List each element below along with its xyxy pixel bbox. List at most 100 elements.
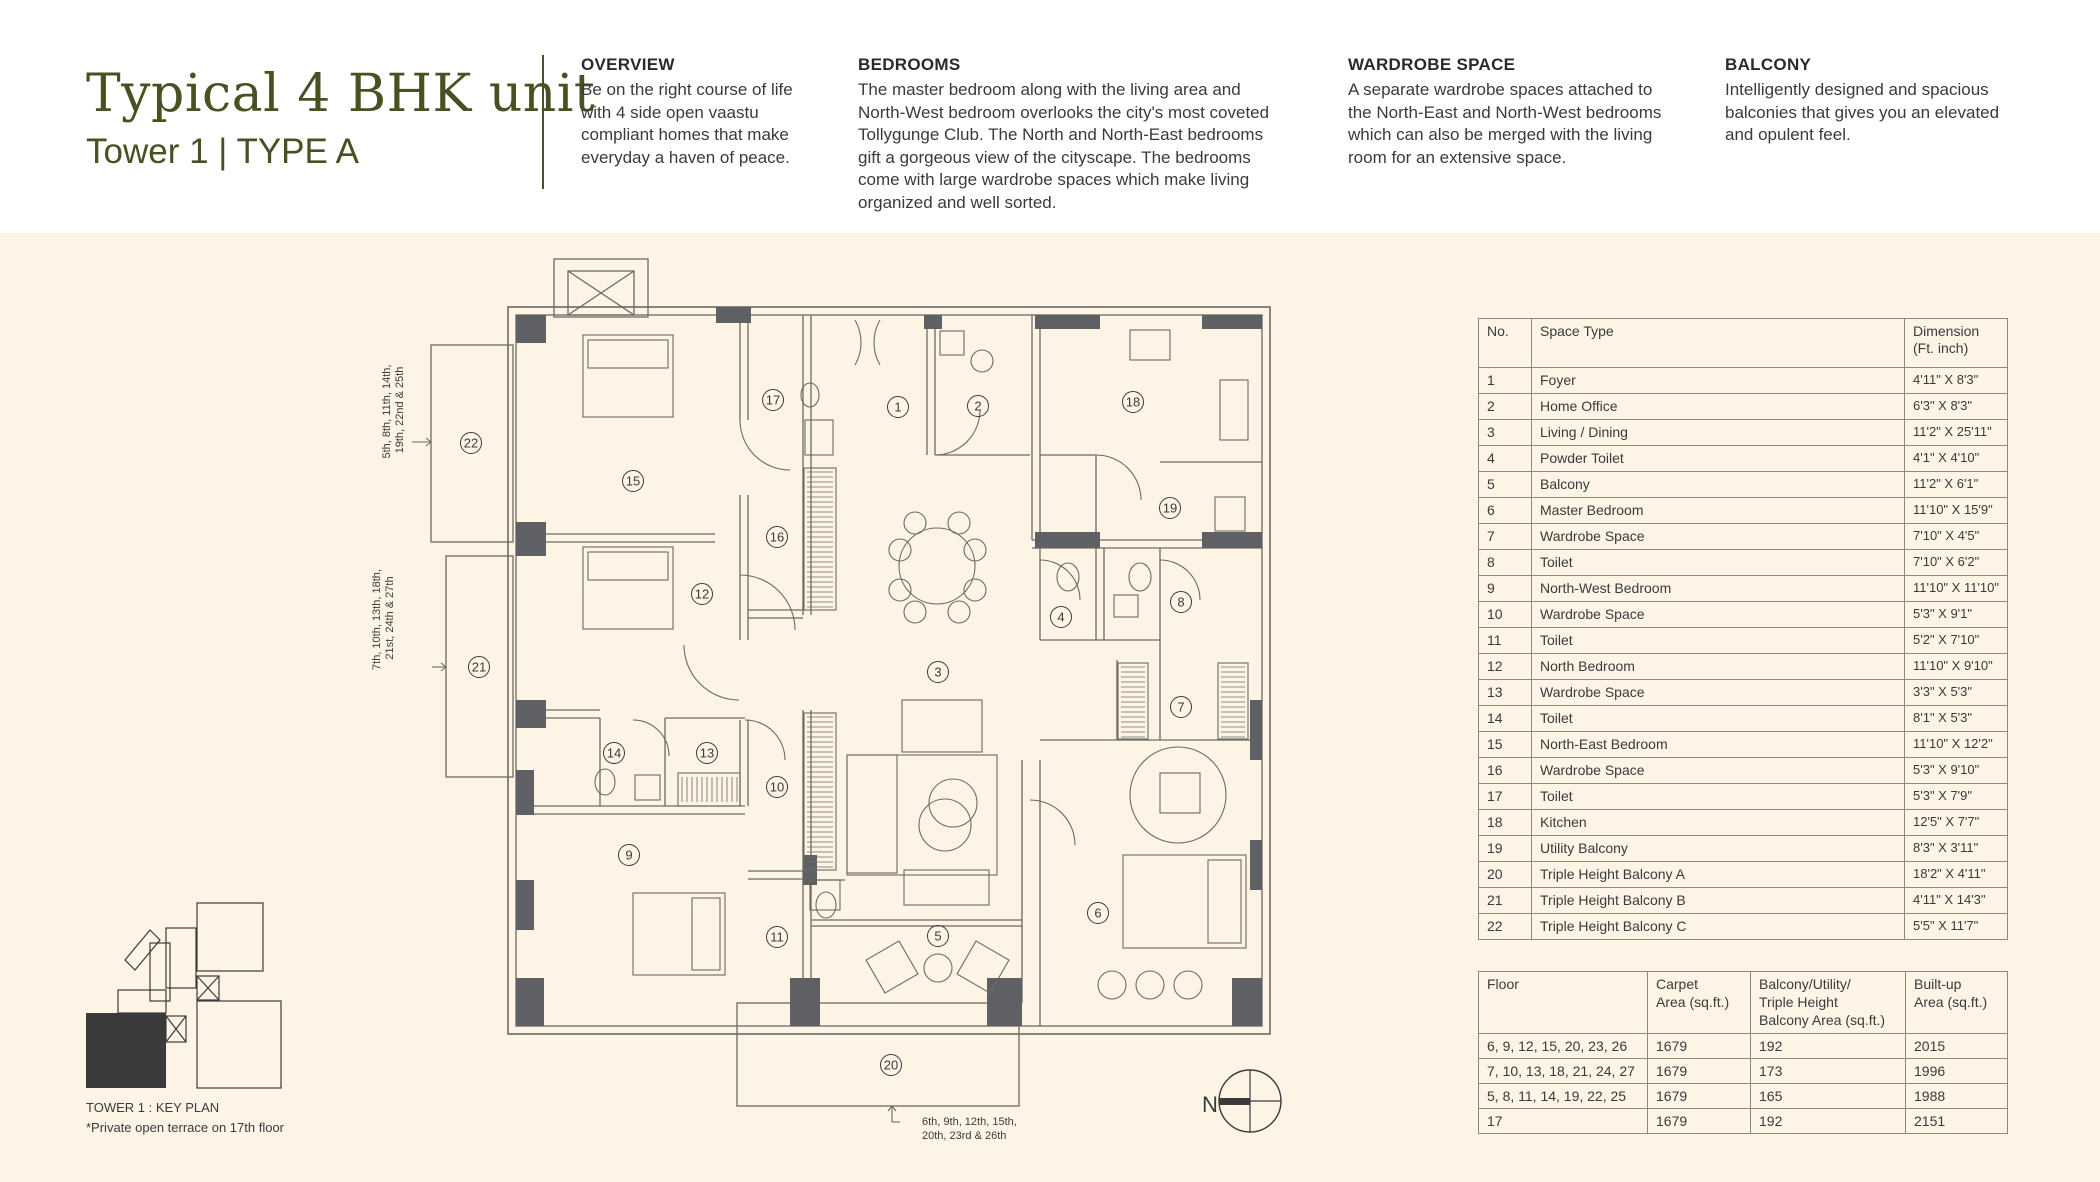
recliner-rug [1129, 746, 1227, 844]
table-header-row: No. Space Type Dimension(Ft. inch) [1478, 318, 2008, 368]
room-marker-2 [967, 395, 989, 417]
room-marker-1 [887, 396, 909, 418]
cell-dimension: 11'10" X 11'10" [1904, 575, 2008, 602]
cell-dimension: 3'3" X 5'3" [1904, 679, 2008, 706]
overview-heading: OVERVIEW [581, 55, 675, 74]
page-subtitle: Tower 1 | TYPE A [86, 132, 360, 171]
balcony-20-outline [736, 1002, 1020, 1107]
cell-space-type: Triple Height Balcony B [1531, 887, 1905, 914]
compass-label: N [1202, 1092, 1218, 1117]
cell-dimension: 11'2" X 6'1" [1904, 471, 2008, 498]
cell-carpet: 1679 [1647, 1033, 1751, 1059]
cell-no: 1 [1478, 367, 1532, 394]
room-marker-16 [766, 526, 788, 548]
cell-floor: 7, 10, 13, 18, 21, 24, 27 [1478, 1058, 1648, 1084]
cell-space-type: Living / Dining [1531, 419, 1905, 446]
key-plan-note: *Private open terrace on 17th floor [86, 1120, 285, 1135]
cell-dimension: 18'2" X 4'11" [1904, 861, 2008, 888]
room-marker-4 [1050, 606, 1072, 628]
room-marker-9 [618, 844, 640, 866]
cell-no: 14 [1478, 705, 1532, 732]
cell-no: 21 [1478, 887, 1532, 914]
room-marker-19 [1159, 497, 1181, 519]
cell-space-type: Toilet [1531, 783, 1905, 810]
room-marker-6 [1087, 902, 1109, 924]
cell-builtup: 1996 [1905, 1058, 2008, 1084]
room-marker-22 [460, 432, 482, 454]
cell-no: 8 [1478, 549, 1532, 576]
cell-dimension: 5'3" X 9'10" [1904, 757, 2008, 784]
room-number-4: 4 [1057, 610, 1064, 625]
cell-dimension: 5'3" X 7'9" [1904, 783, 2008, 810]
cell-balcony-area: 165 [1750, 1083, 1906, 1109]
cell-floor: 6, 9, 12, 15, 20, 23, 26 [1478, 1033, 1648, 1059]
room-number-20: 20 [884, 1058, 898, 1073]
title-divider [542, 55, 544, 189]
cell-balcony-area: 192 [1750, 1033, 1906, 1059]
cell-space-type: Triple Height Balcony A [1531, 861, 1905, 888]
cell-dimension: 4'11" X 14'3" [1904, 887, 2008, 914]
room-number-14: 14 [607, 746, 621, 761]
room-number-2: 2 [974, 399, 981, 414]
room-marker-18 [1122, 391, 1144, 413]
room-marker-14 [603, 742, 625, 764]
wardrobe-heading: WARDROBE SPACE [1348, 55, 1516, 74]
cell-dimension: 6'3" X 8'3" [1904, 393, 2008, 420]
bed-15 [582, 334, 674, 418]
cell-dimension: 11'10" X 9'10" [1904, 653, 2008, 680]
dining-table [898, 527, 976, 605]
cell-no: 7 [1478, 523, 1532, 550]
cell-space-type: Powder Toilet [1531, 445, 1905, 472]
col-floor: Floor [1478, 971, 1648, 1034]
cell-space-type: Toilet [1531, 705, 1905, 732]
cell-space-type: Foyer [1531, 367, 1905, 394]
room-number-16: 16 [770, 530, 784, 545]
cell-space-type: Utility Balcony [1531, 835, 1905, 862]
room-number-13: 13 [700, 746, 714, 761]
room-number-19: 19 [1163, 501, 1177, 516]
cell-builtup: 1988 [1905, 1083, 2008, 1109]
bed-9 [632, 892, 726, 976]
wardrobe-text: A separate wardrobe spaces attached to t… [1348, 80, 1662, 167]
cell-dimension: 8'3" X 3'11" [1904, 835, 2008, 862]
room-number-7: 7 [1177, 700, 1184, 715]
cell-dimension: 11'2" X 25'11" [1904, 419, 2008, 446]
cell-space-type: Toilet [1531, 627, 1905, 654]
cell-no: 22 [1478, 913, 1532, 940]
cell-no: 19 [1478, 835, 1532, 862]
cell-carpet: 1679 [1647, 1083, 1751, 1109]
cell-builtup: 2015 [1905, 1033, 2008, 1059]
overview-section: OVERVIEW Be on the right course of life … [581, 55, 831, 169]
svg-text:7th, 10th, 13th, 18th, 21s: 7th, 10th, 13th, 18th, 21st, 24th & 27th [371, 566, 396, 670]
room-marker-8 [1170, 591, 1192, 613]
cell-no: 3 [1478, 419, 1532, 446]
cell-no: 6 [1478, 497, 1532, 524]
cell-space-type: Triple Height Balcony C [1531, 913, 1905, 940]
sofa [901, 699, 983, 753]
cell-space-type: Master Bedroom [1531, 497, 1905, 524]
cell-no: 11 [1478, 627, 1532, 654]
col-space-type: Space Type [1531, 318, 1905, 368]
cell-balcony-area: 192 [1750, 1108, 1906, 1134]
cell-no: 10 [1478, 601, 1532, 628]
cell-carpet: 1679 [1647, 1058, 1751, 1084]
b20-note-1: 6th, 9th, 12th, 15th, [922, 1116, 1017, 1128]
header: Typical 4 BHK unit Tower 1 | TYPE A OVER… [0, 0, 2100, 233]
room-number-15: 15 [626, 474, 640, 489]
cell-dimension: 4'1" X 4'10" [1904, 445, 2008, 472]
room-number-21: 21 [472, 660, 486, 675]
